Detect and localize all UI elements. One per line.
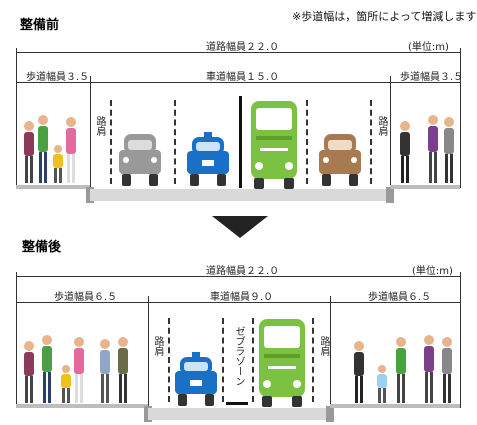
car-icon — [119, 134, 161, 186]
after-carriageway-label: 車道幅員９.０ — [210, 292, 274, 303]
width-note: ※歩道幅は，箇所によって増減します — [292, 10, 477, 23]
after-right-sidewalk — [330, 404, 460, 408]
bus-icon — [251, 101, 297, 189]
pedestrian-icon — [424, 335, 434, 403]
before-carriageway-label: 車道幅員１５.０ — [206, 72, 280, 83]
car-icon — [319, 134, 361, 186]
after-shoulder-left-label: 路肩 — [152, 336, 163, 356]
bus-icon — [259, 319, 305, 407]
before-carriageway — [90, 189, 390, 201]
before-left-sidewalk-label: 歩道幅員３.５ — [26, 72, 90, 83]
after-zebra-line-left — [222, 318, 224, 402]
before-unit-label: (単位:m) — [408, 42, 449, 53]
after-median-label: ゼブラゾーン — [233, 326, 244, 386]
pedestrian-icon — [24, 341, 34, 403]
before-shoulder-line-right — [370, 100, 372, 184]
pedestrian-icon — [442, 337, 452, 403]
after-zebra-line-right — [252, 318, 254, 402]
after-right-sidewalk-label: 歩道幅員６.５ — [368, 292, 432, 303]
pedestrian-icon — [66, 117, 76, 183]
before-total-label: 道路幅員２２.０ — [206, 42, 280, 53]
taxi-icon — [187, 132, 229, 186]
pedestrian-icon — [74, 337, 84, 403]
before-right-sidewalk — [390, 185, 460, 189]
pedestrian-icon — [53, 145, 63, 183]
before-left-sidewalk — [16, 185, 90, 189]
after-segment-dim-line — [16, 302, 460, 303]
before-total-dim-line — [16, 52, 460, 53]
before-lane-line-1 — [174, 100, 176, 184]
after-total-label: 道路幅員２２.０ — [206, 266, 280, 277]
pedestrian-icon — [118, 337, 128, 403]
pedestrian-icon — [400, 121, 410, 183]
pedestrian-icon — [428, 115, 438, 183]
taxi-icon — [175, 352, 217, 406]
before-shoulder-line-left — [110, 100, 112, 184]
before-right-sidewalk-label: 歩道幅員３.５ — [400, 72, 464, 83]
before-shoulder-right-label: 路肩 — [376, 116, 387, 136]
pedestrian-icon — [38, 115, 48, 183]
after-left-sidewalk-label: 歩道幅員６.５ — [54, 292, 118, 303]
pedestrian-icon — [42, 335, 52, 403]
before-lane-line-2 — [306, 100, 308, 184]
before-heading: 整備前 — [20, 18, 60, 33]
after-left-sidewalk — [16, 404, 148, 408]
pedestrian-icon — [444, 117, 454, 183]
arrow-down-icon — [212, 216, 268, 238]
before-centre-line — [239, 96, 242, 188]
before-segment-dim-line — [16, 82, 460, 83]
before-shoulder-left-label: 路肩 — [94, 116, 105, 136]
after-unit-label: (単位:m) — [412, 266, 453, 277]
pedestrian-icon — [24, 121, 34, 183]
after-heading: 整備後 — [22, 240, 62, 255]
pedestrian-icon — [61, 365, 71, 403]
after-shoulder-line-left — [168, 318, 170, 402]
pedestrian-icon — [354, 341, 364, 403]
after-total-dim-line — [16, 276, 460, 277]
after-shoulder-line-right — [312, 318, 314, 402]
after-carriageway — [148, 408, 330, 420]
pedestrian-icon — [396, 337, 406, 403]
pedestrian-icon — [100, 339, 110, 403]
after-shoulder-right-label: 路肩 — [318, 336, 329, 356]
pedestrian-icon — [377, 365, 387, 403]
